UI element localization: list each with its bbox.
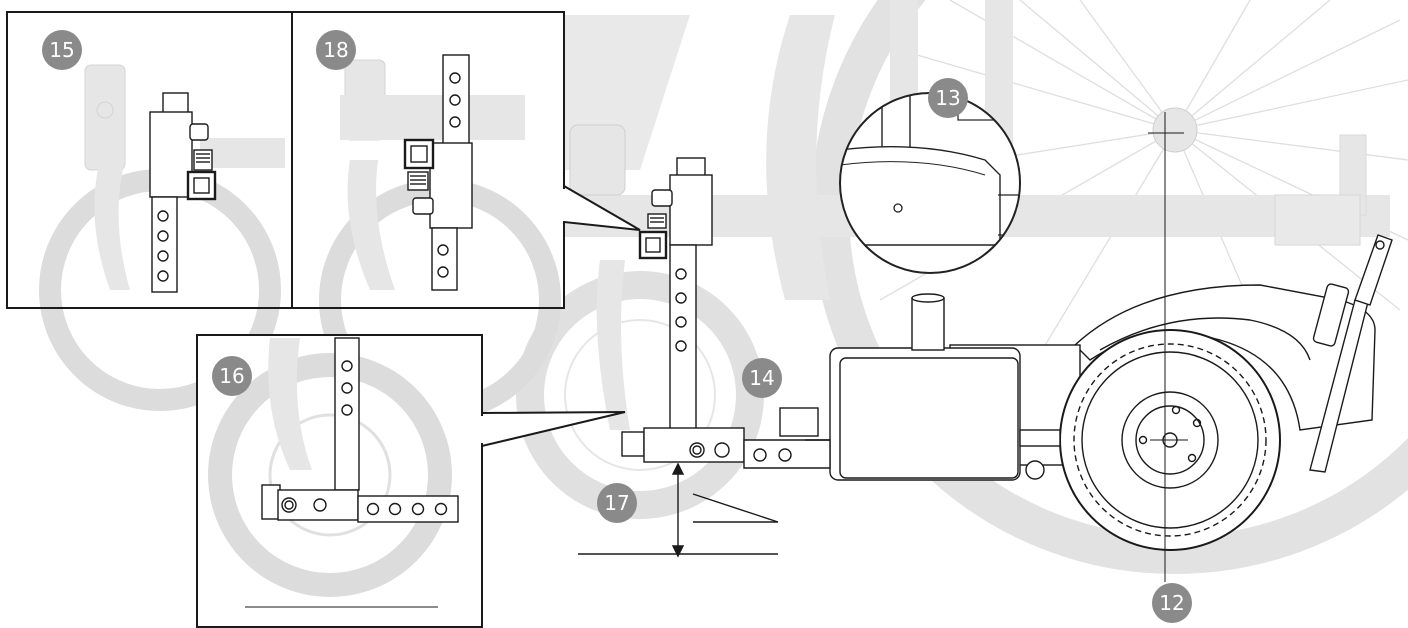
battery-box (829, 347, 1021, 481)
callout-15: 15 (42, 30, 82, 70)
drive-unit (779, 234, 1393, 551)
svg-text:13: 13 (935, 86, 960, 110)
screw-icon (893, 203, 903, 213)
svg-text:17: 17 (604, 491, 629, 515)
axle-reference-line (1148, 112, 1188, 582)
detail-circle-13 (839, 92, 1021, 274)
caster-horizontal-bar (621, 431, 645, 457)
callout-12: 12 (1152, 583, 1192, 623)
caster-mount (621, 157, 831, 469)
caster-bracket (569, 124, 626, 196)
height-dimension (578, 462, 779, 558)
svg-text:14: 14 (749, 366, 774, 390)
svg-text:16: 16 (219, 364, 244, 388)
frame-end-clamp (1274, 194, 1361, 246)
callout-18: 18 (316, 30, 356, 70)
caster-stem (669, 244, 697, 436)
detail-panel-15 (6, 11, 293, 411)
top-post (911, 297, 945, 351)
callout-13: 13 (928, 78, 968, 118)
callout-16: 16 (212, 356, 252, 396)
connector-plug (779, 407, 819, 437)
caster-sleeve (669, 174, 713, 246)
svg-text:15: 15 (49, 38, 74, 62)
svg-text:12: 12 (1159, 591, 1184, 615)
callout-14: 14 (742, 358, 782, 398)
frame-arc (766, 15, 835, 300)
rear-wheel-hub (1152, 107, 1198, 153)
svg-text:18: 18 (323, 38, 348, 62)
callout-17: 17 (597, 483, 637, 523)
front-caster-ghost (516, 271, 764, 519)
